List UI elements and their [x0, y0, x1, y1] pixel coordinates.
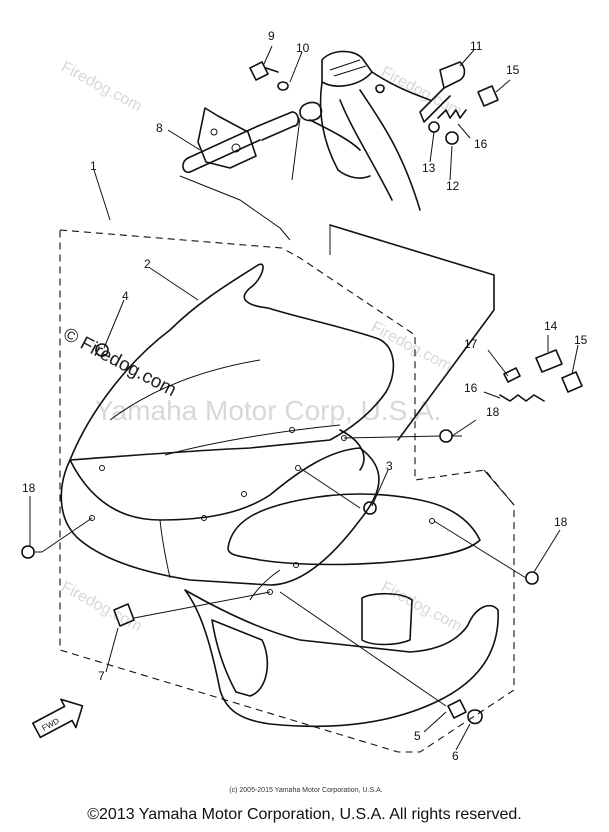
- callout-3: 3: [386, 459, 393, 473]
- grommet-part-15-right: [561, 371, 583, 393]
- screw-part-6: [467, 709, 483, 725]
- bracket-part-8: [182, 107, 300, 173]
- callout-12: 12: [446, 179, 460, 193]
- fwd-arrow-icon: FWD: [32, 698, 84, 739]
- windscreen-part-2: [69, 263, 395, 461]
- screw-part-4: [95, 343, 109, 357]
- watermark-brand: Firedog.com: [58, 59, 144, 116]
- callout-8: 8: [156, 121, 163, 135]
- callout-6: 6: [452, 749, 459, 763]
- callout-14: 14: [544, 319, 558, 333]
- fairing-stay: [299, 50, 495, 441]
- washer-part-10: [277, 81, 289, 91]
- spring-part-16-top: [437, 109, 467, 119]
- watermark-brand: Firedog.com: [58, 579, 144, 636]
- watermark-center-text: Yamaha Motor Corp, U.S.A.: [95, 395, 442, 426]
- bolt-part-12: [445, 131, 459, 145]
- callout-18-right-upper: 18: [486, 405, 500, 419]
- callout-5: 5: [414, 729, 421, 743]
- callout-15-top: 15: [506, 63, 520, 77]
- nut-part-5: [447, 699, 467, 719]
- clip-part-7: [113, 603, 135, 627]
- nut-small: [375, 84, 385, 94]
- callout-9: 9: [268, 29, 275, 43]
- callout-18-left: 18: [22, 481, 36, 495]
- callout-labels: 9 10 11 15 16 12 13 8 1 2 4 3 18 18 18 1…: [22, 29, 588, 763]
- watermark-brand: Firedog.com: [378, 64, 464, 121]
- grommet-part-15-top: [477, 85, 499, 107]
- nut-part-3: [363, 501, 377, 515]
- fairing-part-1: [60, 429, 481, 601]
- watermark-brand: Firedog.com: [378, 579, 464, 636]
- screw-part-18-left: [21, 545, 42, 559]
- fastener-holes: [89, 427, 435, 595]
- lower-cowl: [184, 469, 515, 728]
- assembly-outline: [59, 229, 515, 753]
- watermark-brand: Firedog.com: [368, 319, 454, 376]
- grommet-part-14: [535, 349, 563, 373]
- callout-7: 7: [98, 669, 105, 683]
- callout-15-right: 15: [574, 333, 588, 347]
- screw-part-18-right: [525, 571, 539, 585]
- callout-17: 17: [464, 337, 478, 351]
- fwd-label: FWD: [40, 716, 61, 733]
- nut-part-13: [428, 121, 440, 133]
- screw-part-17: [503, 367, 521, 383]
- callout-4: 4: [122, 289, 129, 303]
- spring-part-16-right: [499, 394, 545, 402]
- footer-copyright: ©2013 Yamaha Motor Corporation, U.S.A. A…: [87, 806, 522, 823]
- small-copyright: (c) 2005-2015 Yamaha Motor Corporation, …: [229, 787, 382, 794]
- stay-part-11: [419, 61, 466, 123]
- callout-1: 1: [90, 159, 97, 173]
- callout-16-top: 16: [474, 137, 488, 151]
- callout-18-right: 18: [554, 515, 568, 529]
- callout-16-right: 16: [464, 381, 478, 395]
- bolt-part-9: [249, 61, 279, 81]
- leader-lines: [29, 45, 579, 751]
- callout-10: 10: [296, 41, 310, 55]
- watermark-layer: Firedog.com Firedog.com Firedog.com Fire…: [58, 59, 464, 636]
- callout-13: 13: [422, 161, 436, 175]
- callout-2: 2: [144, 257, 151, 271]
- callout-11: 11: [470, 39, 483, 53]
